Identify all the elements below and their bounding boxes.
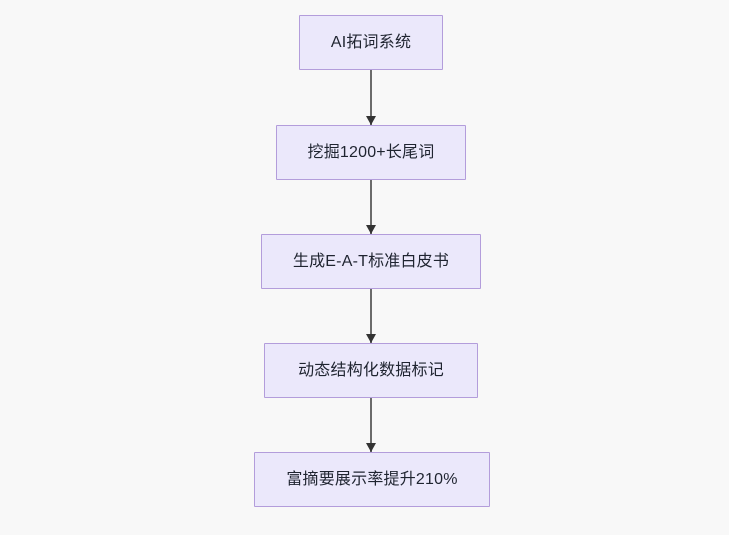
flow-node-step-5[interactable]: 富摘要展示率提升210% xyxy=(254,452,490,507)
flow-node-step-2[interactable]: 挖掘1200+长尾词 xyxy=(276,125,466,180)
edge-line xyxy=(370,289,372,343)
arrowhead-icon xyxy=(366,116,376,125)
flow-node-label: 富摘要展示率提升210% xyxy=(286,470,458,488)
edge-line xyxy=(370,180,372,234)
arrowhead-icon xyxy=(366,334,376,343)
flow-node-label: 生成E-A-T标准白皮书 xyxy=(292,252,450,270)
edge-line xyxy=(370,398,372,452)
flow-node-label: 挖掘1200+长尾词 xyxy=(307,143,435,161)
arrowhead-icon xyxy=(366,443,376,452)
edge-line xyxy=(370,70,372,125)
flow-node-step-4[interactable]: 动态结构化数据标记 xyxy=(264,343,478,398)
flow-node-label: 动态结构化数据标记 xyxy=(298,361,444,379)
flow-node-label: AI拓词系统 xyxy=(330,33,412,51)
flow-node-step-3[interactable]: 生成E-A-T标准白皮书 xyxy=(261,234,481,289)
flow-node-step-1[interactable]: AI拓词系统 xyxy=(299,15,443,70)
arrowhead-icon xyxy=(366,225,376,234)
